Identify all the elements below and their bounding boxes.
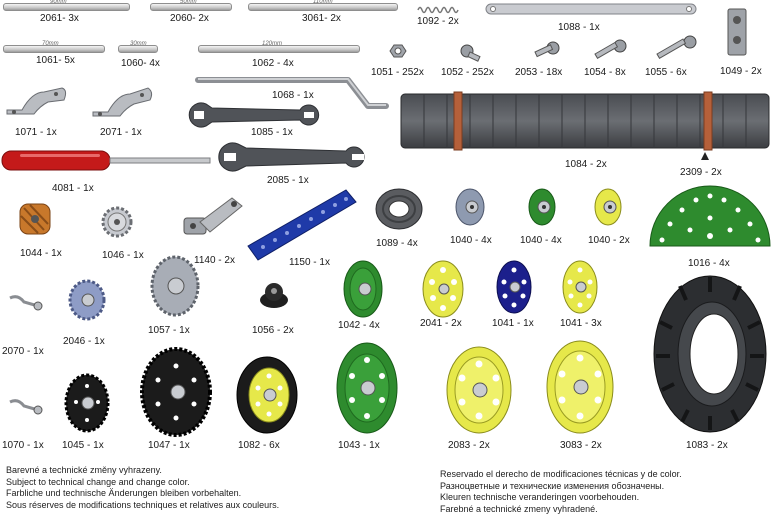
pulley-green-icon [340, 258, 386, 320]
rod-length: 120mm [262, 41, 282, 47]
gear-black-icon [62, 372, 112, 434]
part-label: 2083 - 2x [448, 440, 490, 451]
wrench-icon [222, 140, 364, 174]
part-label: 1055 - 6x [645, 67, 687, 78]
part-label: 3061- 2x [302, 13, 341, 24]
coupler-block-icon [722, 7, 752, 59]
screw-icon [533, 42, 561, 64]
spring-icon [418, 4, 458, 16]
bracket-icon [90, 82, 156, 118]
disclaimer-left: Barevné a technické změny vyhrazeny. Sub… [6, 465, 279, 511]
disclaimer-right: Reservado el derecho de modificaciones t… [440, 469, 682, 515]
nut-icon [390, 44, 406, 58]
part-label: 1040 - 2x [588, 235, 630, 246]
part-label: 1043 - 1x [338, 440, 380, 451]
part-label: 2071 - 1x [100, 127, 142, 138]
disclaimer-line: Farbliche und technische Änderungen blei… [6, 488, 279, 500]
gear-large-icon [148, 254, 202, 318]
tyre-small-icon [374, 186, 424, 232]
part-label: 2053 - 18x [515, 67, 562, 78]
screw-icon [593, 40, 627, 64]
part-label: 4081 - 1x [52, 183, 94, 194]
part-label: 2070 - 1x [2, 346, 44, 357]
part-label: 1041 - 1x [492, 318, 534, 329]
pulley-green-icon [524, 186, 560, 228]
rod-length: 90mm [50, 0, 67, 5]
hinge-linkage-icon [180, 192, 246, 246]
part-label: 1045 - 1x [62, 440, 104, 451]
screw-icon [460, 44, 482, 64]
pointer-arrow-icon [701, 152, 709, 162]
pulley-yellow-icon [560, 258, 600, 316]
gear-medium-icon [66, 278, 108, 322]
part-label: 1083 - 2x [686, 440, 728, 451]
part-label: 2061- 3x [40, 13, 79, 24]
gear-black-large-icon [138, 346, 214, 438]
disclaimer-line: Reservado el derecho de modificaciones t… [440, 469, 682, 481]
pulley-yellow-icon [590, 186, 626, 228]
part-label: 3083 - 2x [560, 440, 602, 451]
screwdriver-icon [0, 148, 216, 174]
part-label: 1071 - 1x [15, 127, 57, 138]
rod-length: 30mm [130, 41, 147, 47]
bracket-icon [4, 80, 70, 116]
pulley-yellow-icon [420, 258, 466, 320]
part-label: 1088 - 1x [558, 22, 600, 33]
flat-bar-icon [485, 2, 697, 16]
part-label: 1070 - 1x [2, 440, 44, 451]
crank-handle-icon [8, 292, 44, 314]
rod-length: 50mm [180, 0, 197, 5]
part-label: 2060- 2x [170, 13, 209, 24]
wheel-yellow-icon [544, 338, 616, 436]
disclaimer-line: Kleuren technische veranderingen voorbeh… [440, 492, 682, 504]
semicircle-plate-icon [648, 178, 771, 248]
part-label: 1150 - 1x [289, 257, 330, 268]
large-tyre-icon [650, 272, 770, 436]
wheel-yellow-icon [444, 344, 514, 436]
part-label: 2046 - 1x [63, 336, 105, 347]
screw-icon [655, 36, 697, 62]
disclaimer-line: Farebné a technické zmeny vyhradené. [440, 504, 682, 515]
bush-icon [258, 280, 290, 310]
part-label: 1084 - 2x [565, 159, 607, 170]
disclaimer-line: Sous réserves de modifications technique… [6, 500, 279, 512]
part-label: 1044 - 1x [20, 248, 62, 259]
worm-gear-icon [14, 200, 56, 240]
disclaimer-line: Subject to technical change and change c… [6, 477, 279, 489]
part-label: 1089 - 4x [376, 238, 418, 249]
rod-length: 70mm [42, 41, 59, 47]
part-label: 2041 - 2x [420, 318, 462, 329]
part-label: 1061- 5x [36, 55, 75, 66]
part-label: 1085 - 1x [251, 127, 293, 138]
part-label: 1092 - 2x [417, 16, 459, 27]
pulley-grey-icon [452, 186, 488, 228]
girder-strip-icon [246, 188, 358, 264]
part-label: 1057 - 1x [148, 325, 190, 336]
part-label: 1040 - 4x [450, 235, 492, 246]
part-label: 1046 - 1x [102, 250, 144, 261]
part-label: 1082 - 6x [238, 440, 280, 451]
crank-handle-icon [8, 396, 44, 418]
part-label: 2309 - 2x [680, 167, 722, 178]
pulley-navy-icon [494, 258, 534, 316]
part-label: 1041 - 3x [560, 318, 602, 329]
part-label: 1060- 4x [121, 58, 160, 69]
part-label: 1052 - 252x [441, 67, 494, 78]
part-label: 1047 - 1x [148, 440, 190, 451]
part-label: 1049 - 2x [720, 66, 762, 77]
wheel-green-icon [334, 340, 400, 436]
track-belt-icon [400, 92, 770, 152]
part-label: 1016 - 4x [688, 258, 730, 269]
part-label: 1056 - 2x [252, 325, 294, 336]
part-label: 1054 - 8x [584, 67, 626, 78]
part-label: 2085 - 1x [267, 175, 309, 186]
disclaimer-line: Barevné a technické změny vyhrazeny. [6, 465, 279, 477]
part-label: 1062 - 4x [252, 58, 294, 69]
disclaimer-line: Разноцветные и технические изменения обо… [440, 481, 682, 493]
part-label: 1042 - 4x [338, 320, 380, 331]
part-label: 1040 - 4x [520, 235, 562, 246]
pinion-gear-icon [100, 205, 134, 239]
rod-length: 110mm [313, 0, 333, 5]
wheel-tyre-icon [234, 354, 300, 436]
